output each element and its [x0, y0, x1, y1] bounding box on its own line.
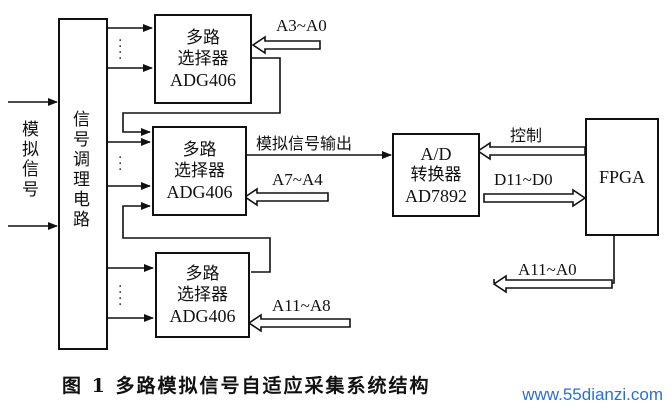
mux-label: 多路: [182, 139, 217, 160]
mux-part-number: ADG406: [170, 69, 236, 90]
branch-ellipsis-top: ····: [118, 33, 123, 67]
input-ellipsis: ···: [26, 147, 31, 175]
control-label: 控制: [510, 126, 543, 145]
adc-label: A/D: [420, 143, 452, 164]
adc-label: 转换器: [410, 164, 462, 185]
adc-part-number: AD7892: [405, 185, 467, 206]
input-char: 信: [22, 160, 39, 180]
signal-conditioning-block: [58, 18, 108, 350]
input-label: 模 拟 信 号: [22, 120, 39, 200]
mux-top-block: 多路 选择器 ADG406: [154, 14, 252, 104]
input-char: 模: [22, 120, 39, 140]
fpga-addr-label: A11~A0: [518, 260, 577, 279]
mux-label: 选择器: [177, 48, 229, 69]
fpga-label: FPGA: [598, 166, 646, 187]
cond-char: 路: [73, 210, 90, 230]
mux-mid-block: 多路 选择器 ADG406: [152, 126, 247, 216]
branch-ellipsis-bot: ····: [118, 279, 123, 313]
addr-arrow-bot: [247, 313, 351, 333]
mux-label: 选择器: [174, 160, 225, 181]
addr-label-mid: A7~A4: [272, 170, 323, 189]
analog-out-label: 模拟信号输出: [256, 134, 353, 153]
watermark: www.55dianzi.com: [522, 385, 663, 404]
figure-caption: 图 1 多路模拟信号自适应采集系统结构: [62, 375, 431, 397]
mux-part-number: ADG406: [166, 181, 233, 202]
fpga-addr-arrow: [492, 274, 613, 294]
mux-label: 多路: [186, 27, 220, 48]
input-char: 号: [22, 180, 39, 200]
cond-char: 理: [73, 170, 90, 190]
conditioning-label: 信 号 调 理 电 路: [73, 110, 90, 230]
mux-part-number: ADG406: [169, 305, 236, 326]
cond-char: 信: [73, 110, 90, 130]
cond-char: 号: [73, 130, 90, 150]
mux-label: 选择器: [177, 284, 228, 305]
mux-label: 多路: [185, 263, 220, 284]
branch-ellipsis-mid: ···: [118, 150, 123, 178]
mux-bottom-block: 多路 选择器 ADG406: [155, 252, 250, 338]
addr-label-bot: A11~A8: [272, 296, 331, 315]
fpga-block: FPGA: [585, 118, 659, 236]
cond-char: 调: [73, 150, 90, 170]
addr-label-top: A3~A0: [276, 16, 327, 35]
data-bus-arrow: [483, 188, 587, 208]
input-char: 拟: [22, 140, 39, 160]
cond-char: 电: [73, 190, 90, 210]
data-bus-label: D11~D0: [494, 170, 553, 189]
addr-arrow-top: [251, 35, 321, 55]
adc-block: A/D 转换器 AD7892: [392, 133, 480, 217]
addr-arrow-mid: [243, 187, 329, 207]
